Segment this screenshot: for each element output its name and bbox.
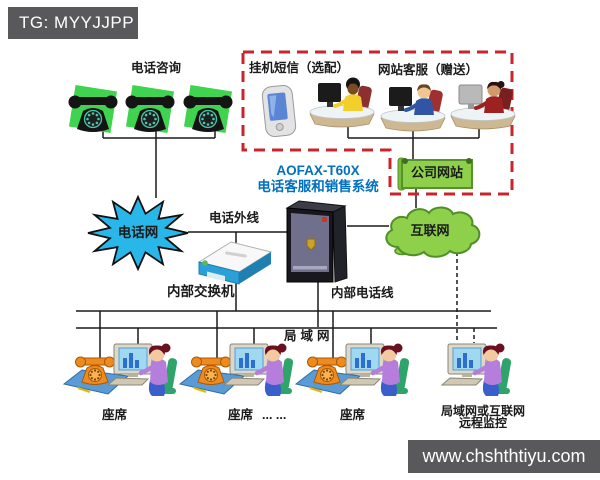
phone-network-starburst: [87, 194, 189, 272]
seat-label: 座席: [102, 408, 128, 422]
remote-monitor-label-line1: 局域网或互联网: [440, 404, 526, 418]
network-switch-icon: [197, 241, 273, 285]
seat-label: 座席: [228, 408, 254, 422]
company-website-banner: [397, 157, 473, 191]
system-title: AOFAX-T60X 电话客服和销售系统: [257, 163, 379, 194]
internal-switch-label: 内部交换机: [167, 284, 235, 299]
hangup-sms-label: 挂机短信（选配）: [249, 61, 350, 75]
web-agent-icon: [309, 77, 375, 128]
agent-workstation-icon: [64, 344, 178, 397]
red-dashed-boundary: [241, 50, 514, 196]
internet-cloud: [385, 206, 481, 258]
mobile-phone-icon: [261, 84, 297, 138]
seat-ellipsis-label: ... ...: [262, 408, 287, 422]
lan-label: 局域网: [284, 329, 334, 343]
rotary-phone-icon: [182, 84, 234, 134]
seat-label: 座席: [340, 408, 366, 422]
agent-workstation-icon: [180, 344, 294, 397]
aofax-server-icon: [285, 200, 348, 283]
internal-phone-line-label: 内部电话线: [331, 286, 394, 300]
rotary-phone-icon: [124, 84, 176, 134]
internet-dashed-links: [456, 252, 475, 343]
agent-workstation-icon: [296, 344, 410, 397]
company-website-label: 公司网站: [410, 165, 464, 180]
top-watermark-banner: TG: MYYJJPP: [8, 7, 138, 39]
system-title-line2: 电话客服和销售系统: [257, 178, 379, 194]
web-customer-service-label: 网站客服（赠送）: [378, 63, 479, 77]
internet-label: 互联网: [410, 223, 450, 238]
web-agent-icon: [380, 84, 446, 132]
remote-monitor-label-line2: 远程监控: [458, 416, 508, 430]
bottom-watermark-banner: www.chshthtiyu.com: [408, 440, 600, 473]
system-title-line1: AOFAX-T60X: [276, 163, 360, 178]
web-agent-icon: [450, 81, 516, 130]
remote-monitor-workstation-icon: [441, 344, 512, 397]
phone-consult-label: 电话咨询: [130, 61, 182, 75]
rotary-phone-icon: [67, 84, 119, 134]
phone-network-label: 电话网: [117, 225, 159, 240]
phone-outside-line-label: 电话外线: [209, 211, 260, 225]
